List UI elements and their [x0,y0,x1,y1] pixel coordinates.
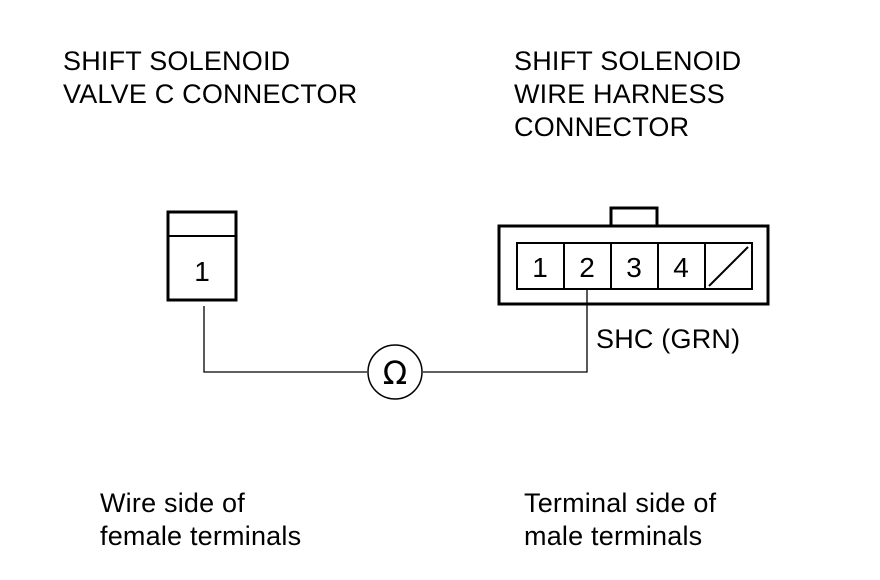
right-connector: 1 2 3 4 [497,206,770,306]
left-connector-body [166,210,238,302]
right-terminal-2-label: 2 [579,252,595,283]
right-connector-terminal-row [516,242,753,290]
right-terminal-3-label: 3 [626,252,642,283]
right-connector-body [497,224,770,306]
ohmmeter-test-lead: Ω [203,289,588,400]
right-terminal-4-label: 4 [673,252,689,283]
right-view-caption: Terminal side of male terminals [524,488,717,551]
left-terminal-1-label: 1 [194,256,210,287]
right-terminal-1-label: 1 [532,252,548,283]
test-lead-right [423,289,588,373]
right-connector-title: SHIFT SOLENOID WIRE HARNESS CONNECTOR [514,46,742,142]
left-view-caption: Wire side of female terminals [100,488,302,551]
right-connector-lock-tab [609,206,659,228]
test-lead-left [203,306,367,373]
empty-cavity-slash [708,246,749,287]
ohmmeter-icon [367,344,423,400]
left-connector: 1 [166,210,238,302]
left-connector-title: SHIFT SOLENOID VALVE C CONNECTOR [63,46,358,109]
ohm-symbol: Ω [383,354,407,392]
wire-color-label: SHC (GRN) [596,324,741,354]
